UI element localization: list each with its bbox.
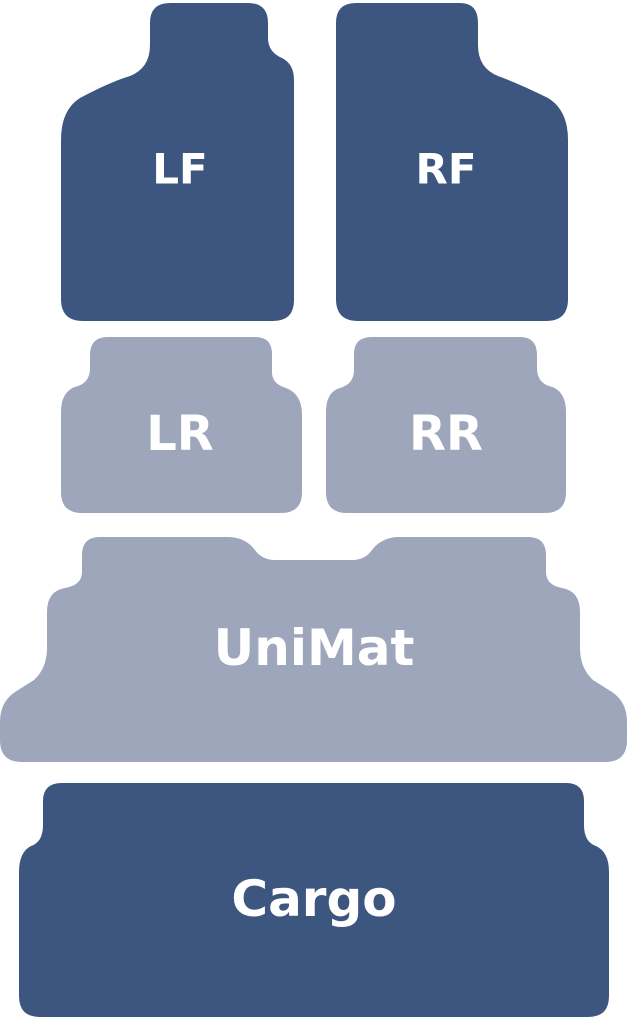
mat-cargo-shape: [19, 783, 609, 1017]
mat-rr[interactable]: RR: [326, 337, 566, 513]
mat-rr-shape: [326, 337, 566, 513]
mat-lr[interactable]: LR: [61, 337, 302, 513]
mat-lf-shape: [61, 3, 294, 321]
mat-rf-label: RF: [415, 145, 476, 194]
mat-lr-shape: [61, 337, 302, 513]
mat-lf-label: LF: [152, 145, 207, 194]
mat-unimat[interactable]: UniMat: [0, 537, 627, 762]
mat-rr-label: RR: [409, 406, 483, 462]
mat-lr-label: LR: [146, 406, 214, 462]
mat-cargo[interactable]: Cargo: [19, 783, 609, 1017]
mat-lf[interactable]: LF: [61, 3, 294, 321]
mat-rf[interactable]: RF: [336, 3, 568, 321]
mat-unimat-shape: [0, 537, 627, 762]
mat-cargo-label: Cargo: [231, 870, 396, 928]
mat-rf-shape: [336, 3, 568, 321]
mat-unimat-label: UniMat: [214, 619, 415, 677]
